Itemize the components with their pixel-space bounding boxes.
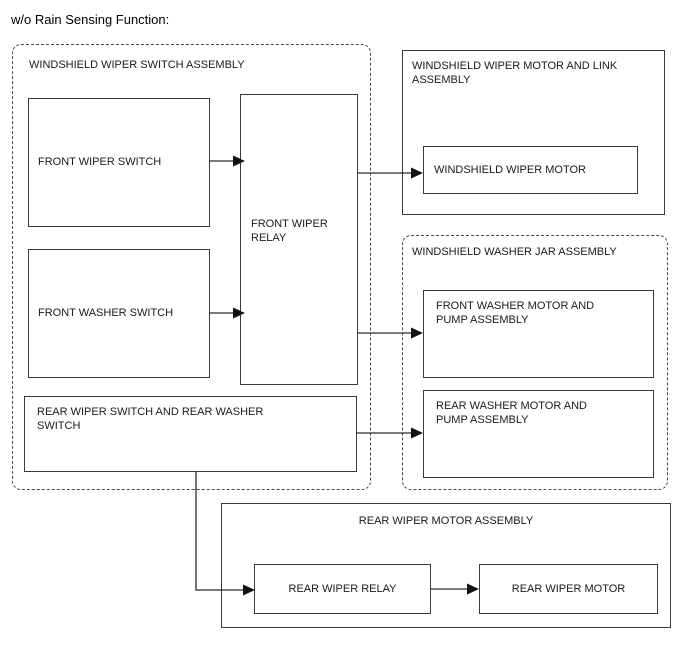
node-front-washer-switch[interactable] — [28, 249, 210, 378]
group-label-rear-wiper-motor-assembly: REAR WIPER MOTOR ASSEMBLY — [358, 515, 534, 527]
node-label-windshield-wiper-motor: WINDSHIELD WIPER MOTOR — [434, 164, 586, 176]
node-rear-wiper-switch-and-rear-washer-switch[interactable] — [24, 396, 357, 472]
group-windshield-wiper-switch-assembly — [12, 44, 371, 490]
node-rear-washer-motor-and-pump-assembly[interactable] — [423, 390, 654, 478]
group-label-windshield-wiper-switch-assembly: WINDSHIELD WIPER SWITCH ASSEMBLY — [29, 59, 245, 71]
node-rear-wiper-relay[interactable] — [254, 564, 431, 614]
node-label-rear-wiper-relay: REAR WIPER RELAY — [288, 583, 397, 595]
node-label-front-washer-switch: FRONT WASHER SWITCH — [38, 307, 174, 319]
group-windshield-washer-jar-assembly — [402, 235, 668, 490]
group-windshield-wiper-motor-and-link-assembly — [402, 50, 665, 215]
node-front-washer-motor-and-pump-assembly[interactable] — [423, 290, 654, 378]
node-windshield-wiper-motor[interactable] — [423, 146, 638, 194]
node-label-rear-washer-motor-and-pump-assembly: REAR WASHER MOTOR AND PUMP ASSEMBLY — [436, 400, 587, 426]
group-label-windshield-wiper-motor-and-link-assembly: WINDSHIELD WIPER MOTOR AND LINK ASSEMBLY — [412, 60, 618, 86]
node-front-wiper-relay[interactable] — [240, 94, 358, 385]
node-label-rear-wiper-switch-and-rear-washer-switch: REAR WIPER SWITCH AND REAR WASHER SWITCH — [37, 406, 264, 432]
node-label-front-wiper-switch: FRONT WIPER SWITCH — [38, 156, 162, 168]
group-label-windshield-washer-jar-assembly: WINDSHIELD WASHER JAR ASSEMBLY — [412, 246, 617, 258]
node-rear-wiper-motor[interactable] — [479, 564, 658, 614]
node-label-front-washer-motor-and-pump-assembly: FRONT WASHER MOTOR AND PUMP ASSEMBLY — [436, 300, 595, 326]
node-front-wiper-switch[interactable] — [28, 98, 210, 227]
node-label-rear-wiper-motor: REAR WIPER MOTOR — [511, 583, 626, 595]
node-label-front-wiper-relay: FRONT WIPER RELAY — [251, 218, 328, 244]
diagram-title: w/o Rain Sensing Function: — [11, 12, 170, 27]
